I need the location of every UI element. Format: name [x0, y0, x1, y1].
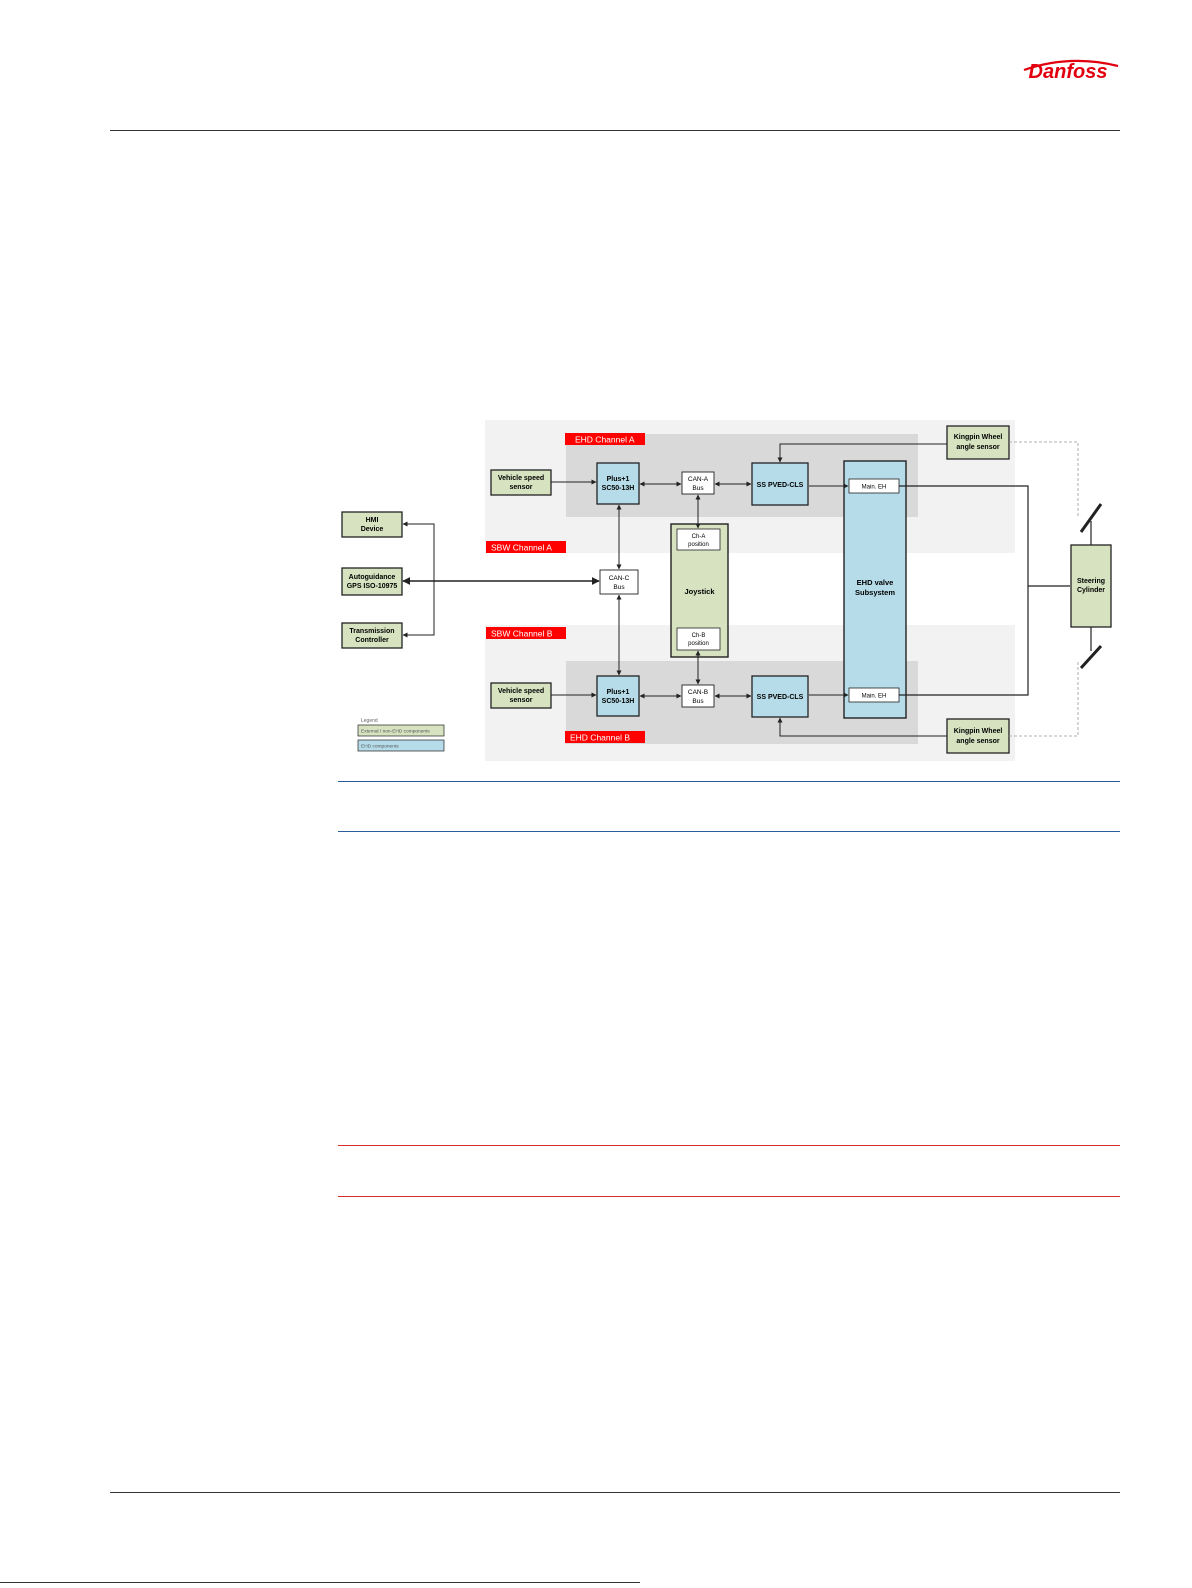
can-c-bus: CAN-C Bus	[599, 569, 639, 595]
connections	[402, 443, 1070, 737]
pos-a-label-1: Ch-A	[692, 534, 706, 540]
legend-ehd-label: EHD components	[361, 744, 399, 750]
danfoss-logo: Danfoss	[1023, 59, 1119, 83]
page-edge-line	[0, 1582, 640, 1583]
ehd-channel-a-label: EHD Channel A	[565, 433, 645, 445]
pos-a-label-2: position	[688, 542, 709, 548]
svg-text:SBW Channel B: SBW Channel B	[491, 629, 553, 639]
svg-text:Plus+1: Plus+1	[607, 476, 630, 483]
main-eh-b-label: Main. EH	[862, 694, 887, 700]
svg-text:Steering: Steering	[1077, 578, 1105, 585]
svg-text:Bus: Bus	[613, 584, 625, 591]
pos-b-label-2: position	[688, 641, 709, 647]
svg-text:angle sensor: angle sensor	[956, 738, 999, 745]
header-rule	[110, 130, 1120, 131]
plus1-controller-b: Plus+1 SC50-13H	[596, 675, 640, 717]
joystick-label: Joystick	[684, 587, 715, 596]
svg-text:SS PVED-CLS: SS PVED-CLS	[757, 694, 804, 701]
footer-rule	[110, 1492, 1120, 1493]
svg-text:SC50-13H: SC50-13H	[602, 698, 635, 705]
ehd-channel-b-label: EHD Channel B	[565, 731, 645, 743]
vehicle-speed-sensor-a: Vehicle speed sensor	[490, 469, 552, 496]
ss-pved-cls-a: SS PVED-CLS	[751, 462, 809, 506]
svg-text:Danfoss: Danfoss	[1029, 61, 1108, 83]
svg-text:Kingpin Wheel: Kingpin Wheel	[954, 434, 1003, 441]
vehicle-speed-sensor-b: Vehicle speed sensor	[490, 682, 552, 709]
svg-text:angle sensor: angle sensor	[956, 444, 999, 451]
svg-text:SC50-13H: SC50-13H	[602, 485, 635, 492]
svg-text:CAN-A: CAN-A	[688, 476, 709, 483]
warning-rule-top	[338, 1145, 1120, 1146]
can-b-bus: CAN-B Bus	[681, 684, 715, 708]
legend-swatch-ehd	[357, 739, 445, 752]
svg-text:SS PVED-CLS: SS PVED-CLS	[757, 482, 804, 489]
svg-text:SBW Channel A: SBW Channel A	[491, 543, 552, 553]
svg-text:Bus: Bus	[692, 698, 704, 705]
transmission-controller: Transmission Controller	[341, 622, 403, 649]
main-eh-a-label: Main. EH	[862, 485, 887, 491]
autoguidance-gps: Autoguidance GPS ISO-10975	[341, 567, 403, 596]
caption-rule-top	[338, 781, 1120, 782]
svg-text:sensor: sensor	[510, 697, 533, 704]
svg-text:Vehicle speed: Vehicle speed	[498, 688, 544, 695]
hmi-device: HMI Device	[341, 511, 403, 538]
warning-rule-bottom	[338, 1196, 1120, 1197]
joystick-ch-b-position	[676, 627, 721, 651]
svg-text:CAN-C: CAN-C	[609, 575, 630, 582]
steer-by-wire-block-diagram: EHD Channel A SBW Channel A SBW Channel …	[341, 420, 1112, 761]
ss-pved-cls-b: SS PVED-CLS	[751, 675, 809, 718]
svg-text:EHD Channel A: EHD Channel A	[575, 435, 635, 445]
svg-text:Bus: Bus	[692, 485, 704, 492]
sbw-channel-b-label: SBW Channel B	[486, 627, 566, 639]
sbw-channel-a-label: SBW Channel A	[486, 541, 566, 553]
joystick-ch-a-position	[676, 528, 721, 551]
svg-text:GPS ISO-10975: GPS ISO-10975	[347, 583, 398, 590]
svg-text:Controller: Controller	[355, 637, 389, 644]
kingpin-wheel-angle-sensor-a: Kingpin Wheel angle sensor	[946, 425, 1010, 460]
caption-rule-bottom	[338, 831, 1120, 832]
svg-text:CAN-B: CAN-B	[688, 689, 708, 696]
feedback-dashed-lines	[1009, 441, 1079, 737]
ehd-valve-label-1: EHD valve	[857, 578, 894, 587]
svg-text:Vehicle speed: Vehicle speed	[498, 475, 544, 482]
legend-swatch-external	[357, 724, 445, 737]
plus1-controller-a: Plus+1 SC50-13H	[596, 462, 640, 505]
pos-b-label-1: Ch-B	[692, 633, 706, 639]
legend-external-label: External / non-EHD components	[361, 729, 430, 735]
svg-text:EHD Channel B: EHD Channel B	[570, 733, 630, 743]
svg-text:Plus+1: Plus+1	[607, 689, 630, 696]
kingpin-wheel-angle-sensor-b: Kingpin Wheel angle sensor	[946, 718, 1010, 754]
svg-text:Autoguidance: Autoguidance	[349, 574, 396, 581]
svg-text:Cylinder: Cylinder	[1077, 587, 1105, 594]
ehd-valve-label-2: Subsystem	[855, 588, 895, 597]
can-a-bus: CAN-A Bus	[681, 471, 715, 495]
ehd-valve-subsystem	[843, 460, 907, 719]
legend: Legend External / non-EHD components EHD…	[357, 718, 445, 752]
svg-text:sensor: sensor	[510, 484, 533, 491]
legend-title: Legend	[361, 718, 378, 724]
svg-text:Transmission: Transmission	[349, 628, 394, 635]
steering-cylinder: Steering Cylinder	[1070, 544, 1112, 628]
svg-text:HMI: HMI	[366, 517, 379, 524]
wheel-linkages	[1079, 503, 1103, 670]
svg-text:Kingpin Wheel: Kingpin Wheel	[954, 728, 1003, 735]
svg-text:Device: Device	[361, 526, 384, 533]
